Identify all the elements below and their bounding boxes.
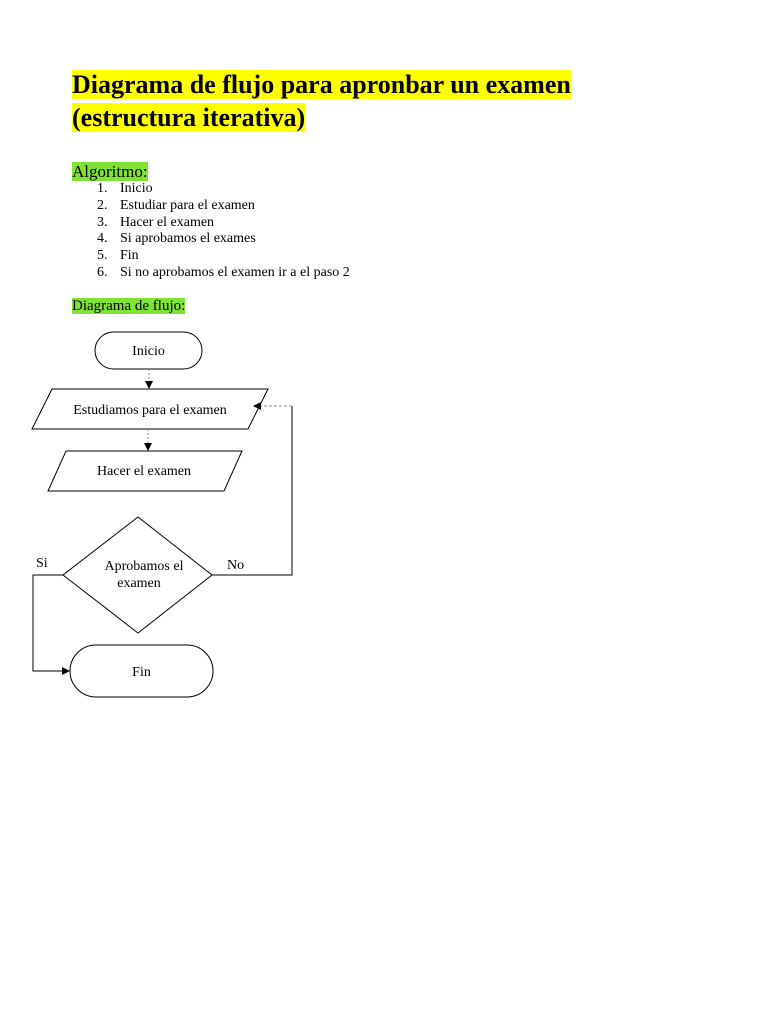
list-item: 1. Inicio: [97, 181, 350, 198]
step-text: Hacer el examen: [120, 214, 215, 230]
connector-yes-to-end: [32, 574, 70, 675]
exam-label: Hacer el examen: [97, 464, 191, 479]
study-label: Estudiamos para el examen: [73, 403, 227, 418]
yes-label: Si: [36, 556, 48, 571]
decision-label-line2: examen: [117, 576, 161, 591]
study-process-box: [31, 388, 269, 430]
flowchart-heading: Diagrama de flujo:: [72, 297, 186, 315]
no-label: No: [227, 558, 244, 573]
algorithm-steps-list: 1. Inicio 2. Estudiar para el examen 3. Hac…: [97, 181, 350, 282]
step-text: Fin: [120, 248, 139, 264]
algorithm-heading: Algoritmo:: [72, 162, 148, 182]
exam-process-box: [47, 450, 243, 492]
end-label: Fin: [132, 665, 151, 680]
decision-label-line1: Aprobamos el: [105, 559, 184, 574]
step-number: 4.: [97, 231, 108, 247]
step-text: Estudiar para el examen: [120, 197, 255, 213]
page-title: Diagrama de flujo para apronbar un exame…: [72, 68, 672, 134]
list-item: 3. Hacer el examen: [97, 215, 350, 232]
start-label: Inicio: [132, 344, 165, 359]
step-number: 5.: [97, 248, 108, 264]
step-text: Si aprobamos el exames: [120, 231, 256, 247]
step-text: Si no aprobamos el examen ir a el paso 2: [120, 264, 350, 280]
step-number: 2.: [97, 197, 108, 213]
step-number: 1.: [97, 181, 108, 196]
connector-no-loop: [212, 406, 293, 576]
step-number: 3.: [97, 214, 108, 230]
list-item: 5. Fin: [97, 248, 350, 265]
list-item: 2. Estudiar para el examen: [97, 198, 350, 215]
step-text: Inicio: [120, 181, 153, 196]
flowchart-heading-text: Diagrama de flujo:: [72, 298, 186, 314]
list-item: 6. Si no aprobamos el examen ir a el paso…: [97, 265, 350, 282]
end-terminator: [69, 644, 214, 698]
list-item: 4. Si aprobamos el exames: [97, 231, 350, 248]
decision-diamond: [62, 516, 213, 634]
algorithm-heading-text: Algoritmo:: [72, 162, 148, 181]
step-number: 6.: [97, 264, 108, 280]
